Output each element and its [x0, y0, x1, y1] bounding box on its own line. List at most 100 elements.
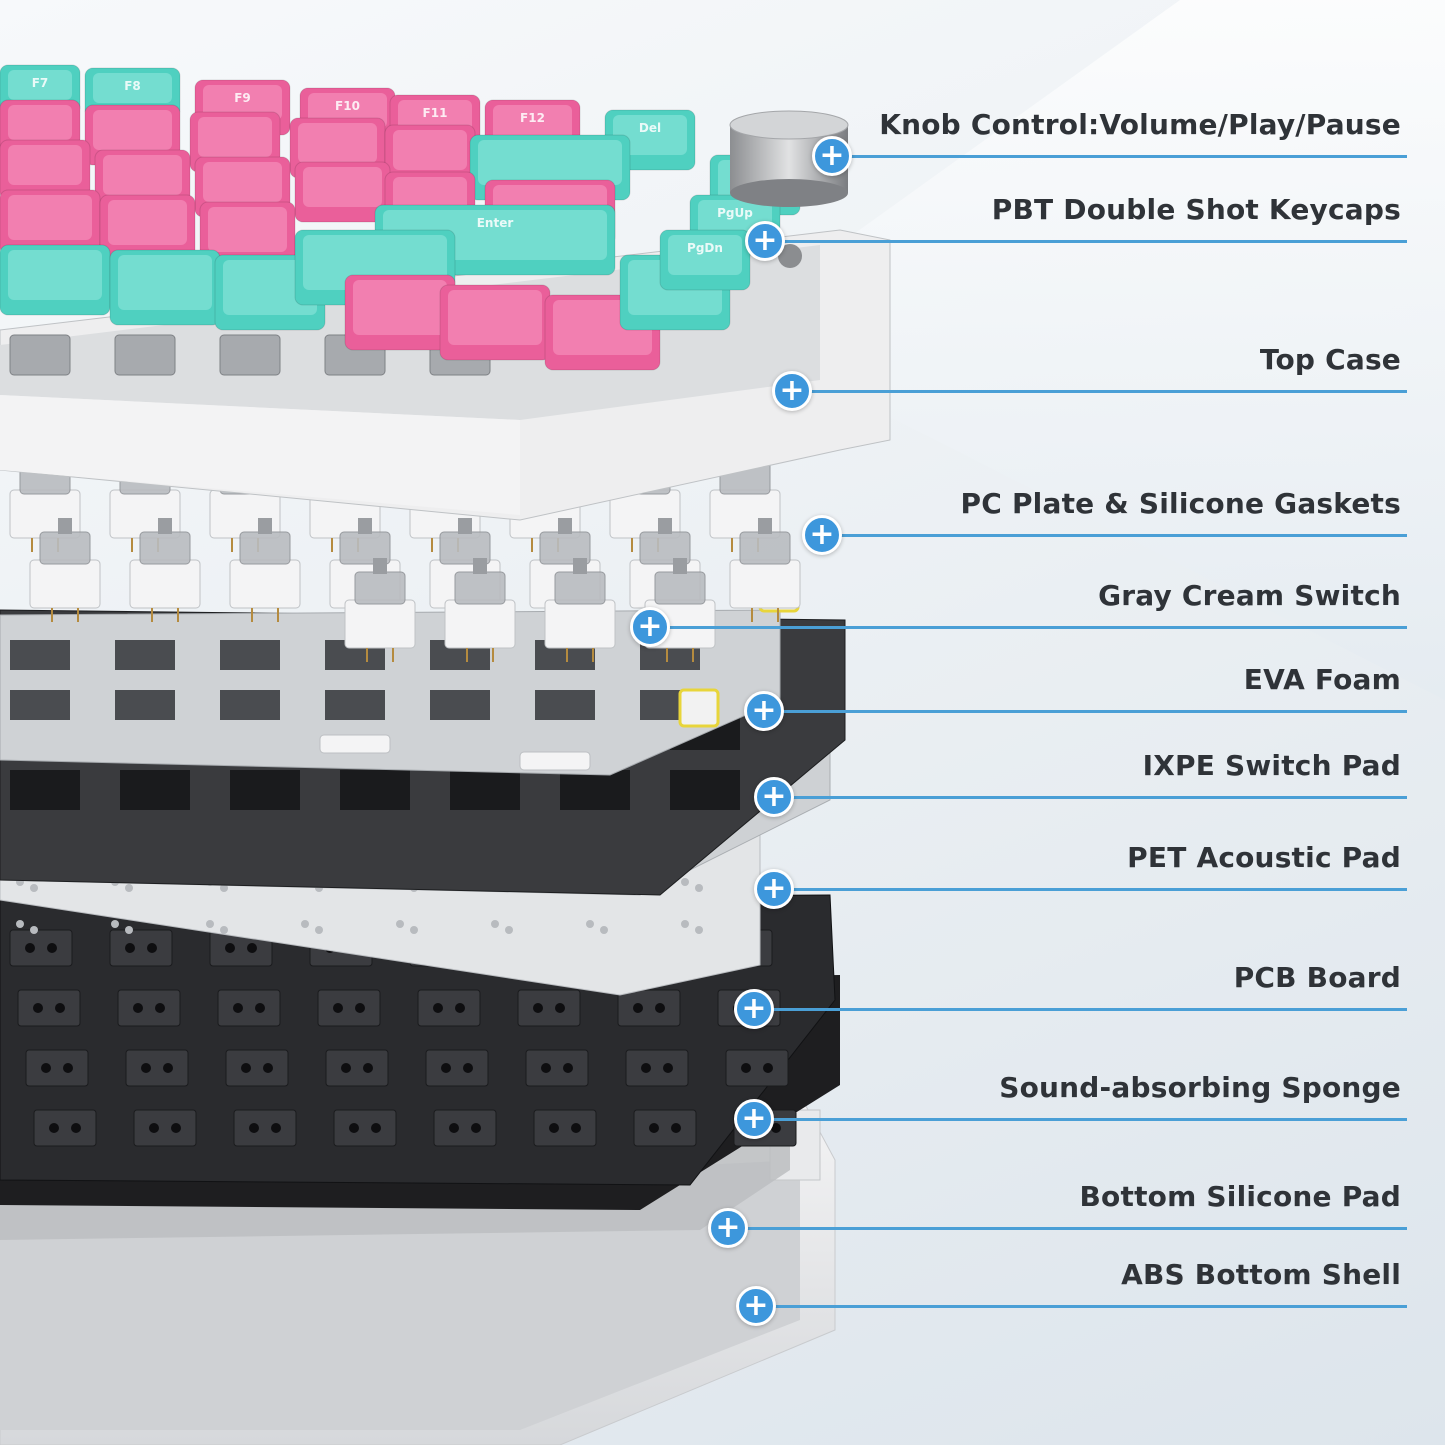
plus-icon[interactable]: +: [772, 371, 812, 411]
keycap-legend: F10: [335, 99, 360, 113]
keycap-top-face: [103, 155, 182, 195]
callout-leader-line: [790, 390, 1407, 393]
plus-icon[interactable]: +: [802, 515, 842, 555]
plate-cutout: [10, 690, 70, 720]
switch-stem: [358, 518, 372, 534]
keycap-top-face: [298, 123, 377, 163]
pcb-hole: [41, 1063, 51, 1073]
plus-icon[interactable]: +: [734, 989, 774, 1029]
plate-cutout: [10, 640, 70, 670]
eva-cutout: [670, 770, 740, 810]
keycap-top-face: [668, 235, 742, 275]
callout-label: PC Plate & Silicone Gaskets: [960, 487, 1401, 520]
pcb-switch-socket: [725, 1049, 789, 1087]
callout-leader-line: [754, 1305, 1407, 1308]
plus-icon[interactable]: +: [754, 869, 794, 909]
switch-top: [739, 531, 791, 565]
pcb-hole: [171, 1123, 181, 1133]
plus-icon[interactable]: +: [734, 1099, 774, 1139]
pet-hole: [206, 920, 214, 928]
pcb-hole: [371, 1123, 381, 1133]
pcb-switch-socket: [25, 1049, 89, 1087]
callout-label: ABS Bottom Shell: [1121, 1258, 1401, 1291]
pet-hole: [505, 926, 513, 934]
pcb-hole: [771, 1123, 781, 1133]
pcb-hole: [155, 1003, 165, 1013]
pcb-switch-socket: [325, 1049, 389, 1087]
pcb-hole: [255, 1003, 265, 1013]
keycap-top-face: [203, 162, 282, 202]
eva-cutout: [340, 770, 410, 810]
keycap-top-face: [613, 115, 687, 155]
switch-stem: [158, 518, 172, 534]
pet-hole: [681, 920, 689, 928]
keycap-top-face: [8, 105, 72, 140]
plus-icon[interactable]: +: [630, 607, 670, 647]
pcb-hole: [49, 1123, 59, 1133]
switch-stem: [673, 558, 687, 574]
silicone-gasket: [678, 688, 720, 728]
pet-hole: [16, 920, 24, 928]
pcb-hole: [449, 1123, 459, 1133]
pcb-switch-socket: [625, 1049, 689, 1087]
pcb-hole: [649, 1123, 659, 1133]
keycap-legend: PgUp: [717, 206, 753, 220]
switch-stem: [58, 518, 72, 534]
callout-leader-line: [830, 155, 1407, 158]
pcb-switch-socket: [125, 1049, 189, 1087]
plate-cutout: [220, 690, 280, 720]
keycap-top-face: [223, 260, 317, 315]
pcb-hole: [463, 1063, 473, 1073]
pcb-switch-socket: [517, 989, 581, 1027]
callout-leader-line: [752, 1118, 1407, 1121]
pcb-switch-socket: [533, 1109, 597, 1147]
keycap-top-face: [493, 105, 572, 140]
pcb-hole: [663, 1063, 673, 1073]
switch-stem: [258, 518, 272, 534]
switch-stem: [558, 518, 572, 534]
switch-top: [39, 531, 91, 565]
plus-icon[interactable]: +: [812, 136, 852, 176]
pcb-hole: [363, 1063, 373, 1073]
switch-housing: [129, 559, 201, 609]
top-case-front: [0, 395, 520, 515]
pcb-hole: [63, 1063, 73, 1073]
knob-top: [729, 110, 849, 140]
plate-cutout: [535, 690, 595, 720]
pcb-switch-socket: [9, 929, 73, 967]
callout-label: Sound-absorbing Sponge: [999, 1071, 1401, 1104]
switch-top: [139, 531, 191, 565]
callout-label: Bottom Silicone Pad: [1079, 1180, 1401, 1213]
knob-hole: [778, 244, 802, 268]
pcb-hole: [555, 1003, 565, 1013]
plus-icon[interactable]: +: [754, 777, 794, 817]
pet-hole: [220, 926, 228, 934]
eva-cutout: [10, 770, 80, 810]
pcb-switch-socket: [333, 1109, 397, 1147]
switch-stem: [658, 518, 672, 534]
pcb-hole: [455, 1003, 465, 1013]
plate-cutout: [115, 640, 175, 670]
plus-icon[interactable]: +: [708, 1208, 748, 1248]
keycap-top-face: [118, 255, 212, 310]
pcb-hole: [541, 1063, 551, 1073]
callout-label: EVA Foam: [1243, 663, 1401, 696]
pcb-hole: [25, 943, 35, 953]
pcb-hole: [433, 1003, 443, 1013]
pcb-hole: [763, 1063, 773, 1073]
plus-icon[interactable]: +: [745, 221, 785, 261]
plus-icon[interactable]: +: [744, 691, 784, 731]
eva-cutout: [230, 770, 300, 810]
pcb-hole: [333, 1003, 343, 1013]
pet-hole: [410, 926, 418, 934]
pcb-switch-socket: [617, 989, 681, 1027]
eva-cutout: [450, 770, 520, 810]
pet-hole: [125, 884, 133, 892]
pcb-switch-socket: [33, 1109, 97, 1147]
keycap-top-face: [8, 70, 72, 100]
pcb-hole: [671, 1123, 681, 1133]
plus-icon[interactable]: +: [736, 1286, 776, 1326]
pet-hole: [491, 920, 499, 928]
pcb-hole: [33, 1003, 43, 1013]
